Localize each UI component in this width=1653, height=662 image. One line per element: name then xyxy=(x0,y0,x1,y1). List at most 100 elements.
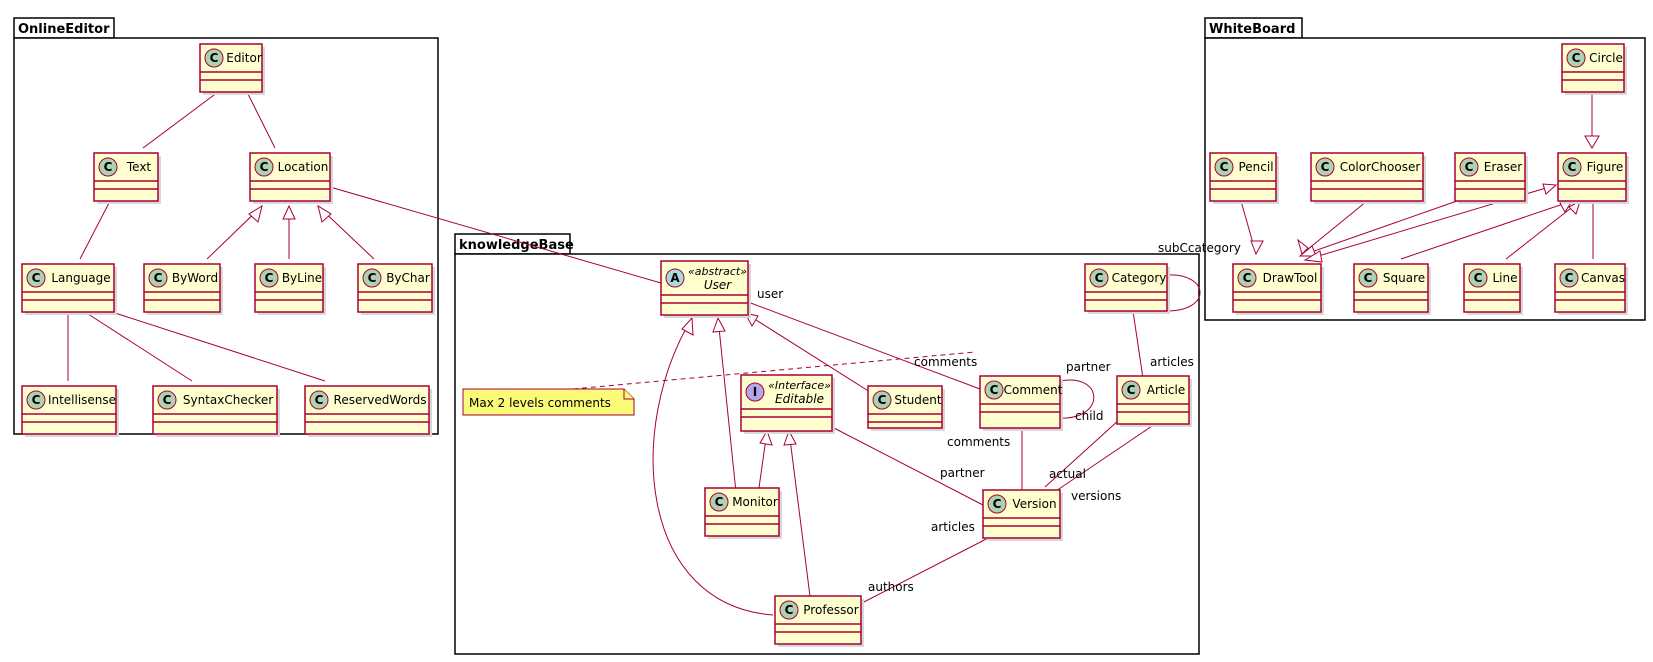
class-kind-badge xyxy=(872,390,892,410)
edge-text-language xyxy=(79,200,111,260)
class-box xyxy=(1557,152,1627,202)
badge-letter: C xyxy=(1364,271,1373,285)
class-kind-badge xyxy=(309,390,329,410)
class-kind-badge xyxy=(148,268,168,288)
badge-letter: C xyxy=(993,497,1002,511)
arrowhead xyxy=(1303,250,1323,263)
class-name: ColorChooser xyxy=(1340,160,1421,174)
arrowhead xyxy=(248,204,263,223)
edge-version-professor xyxy=(859,534,995,605)
edge-language-reservedwords xyxy=(111,311,326,382)
package-title: knowledgeBase xyxy=(459,238,574,253)
edge-line-figure xyxy=(1505,200,1581,260)
edge-location-user xyxy=(329,186,662,284)
badge-letter: C xyxy=(1220,160,1229,174)
badge-letter: C xyxy=(1572,51,1581,65)
badge-letter: C xyxy=(210,51,219,65)
class-name: Pencil xyxy=(1238,160,1273,174)
class-name: Comment xyxy=(1004,383,1063,397)
class-kind-badge xyxy=(157,390,177,410)
role-articles: articles xyxy=(931,520,975,534)
class-kind-badge xyxy=(254,157,274,177)
role-child: child xyxy=(1075,409,1104,423)
class-name: ReservedWords xyxy=(334,393,427,407)
class-name: DrawTool xyxy=(1263,271,1318,285)
class-kind-badge xyxy=(362,268,382,288)
edge-note-comment xyxy=(572,351,976,390)
edge-monitor-user xyxy=(717,317,738,503)
badge-letter: C xyxy=(1243,271,1252,285)
edge-language-syntaxchecker xyxy=(84,311,193,382)
arrowhead xyxy=(317,204,332,223)
edge-article-version-versions xyxy=(1052,423,1156,494)
edge-editor-location xyxy=(246,91,276,149)
class-stereotype: «Interface» xyxy=(768,379,831,392)
badge-letter: C xyxy=(315,393,324,407)
class-kind-badge xyxy=(665,268,685,288)
class-bychar: C ByChar xyxy=(357,263,435,315)
arrowhead xyxy=(1584,135,1600,149)
class-name: Line xyxy=(1492,271,1517,285)
class-kind-badge xyxy=(1089,268,1109,288)
class-kind-badge xyxy=(26,268,46,288)
note-max-levels: Max 2 levels comments xyxy=(462,388,635,416)
class-name: SyntaxChecker xyxy=(183,393,273,407)
class-kind-badge xyxy=(1214,157,1234,177)
arrowhead xyxy=(681,316,694,336)
package-online-editor: OnlineEditor xyxy=(13,17,439,435)
edge-user-comment xyxy=(747,301,981,390)
badge-letter: C xyxy=(1095,271,1104,285)
role-authors: authors xyxy=(868,580,914,594)
class-name: Version xyxy=(1012,497,1056,511)
role-articles: articles xyxy=(1150,355,1194,369)
class-kind-badge xyxy=(987,494,1007,514)
class-kind-badge xyxy=(779,600,799,620)
class-location: C Location xyxy=(249,152,333,204)
class-name: Category xyxy=(1112,271,1167,285)
class-name: Location xyxy=(278,160,329,174)
class-name: Figure xyxy=(1587,160,1624,174)
class-name: ByChar xyxy=(386,271,430,285)
class-name: Eraser xyxy=(1484,160,1523,174)
arrowhead xyxy=(282,204,296,220)
badge-letter: C xyxy=(163,393,172,407)
class-name: Editable xyxy=(775,392,824,406)
inheritance-arrowheads xyxy=(248,135,1600,446)
class-drawtool: C DrawTool xyxy=(1232,263,1324,315)
class-name: Article xyxy=(1147,383,1186,397)
badge-letter: C xyxy=(1127,383,1136,397)
class-category: C Category xyxy=(1084,263,1170,314)
badge-letter: C xyxy=(154,271,163,285)
class-name: User xyxy=(704,278,732,292)
arrowhead xyxy=(1542,183,1558,195)
class-kind-badge xyxy=(204,48,224,68)
badge-letter: C xyxy=(368,271,377,285)
class-kind-badge xyxy=(1559,268,1579,288)
class-version: C Version xyxy=(982,489,1063,541)
note-text: Max 2 levels comments xyxy=(469,396,611,410)
badge-letter: C xyxy=(260,160,269,174)
class-kind-badge xyxy=(1358,268,1378,288)
arrowhead xyxy=(712,316,726,333)
class-name: Intellisense xyxy=(48,393,116,407)
role-actual: actual xyxy=(1049,467,1086,481)
badge-letter: C xyxy=(32,271,41,285)
class-kind-badge xyxy=(1468,268,1488,288)
class-name: ByLine xyxy=(282,271,322,285)
badge-letter: C xyxy=(1565,271,1574,285)
package-title: WhiteBoard xyxy=(1209,22,1295,37)
class-kind-badge xyxy=(745,382,765,402)
badge-letter: C xyxy=(104,160,113,174)
edge-article-version-actual xyxy=(1044,409,1131,488)
edge-colorchooser-drawtool xyxy=(1301,200,1368,255)
class-box xyxy=(979,375,1061,429)
badge-letter: I xyxy=(753,385,757,399)
